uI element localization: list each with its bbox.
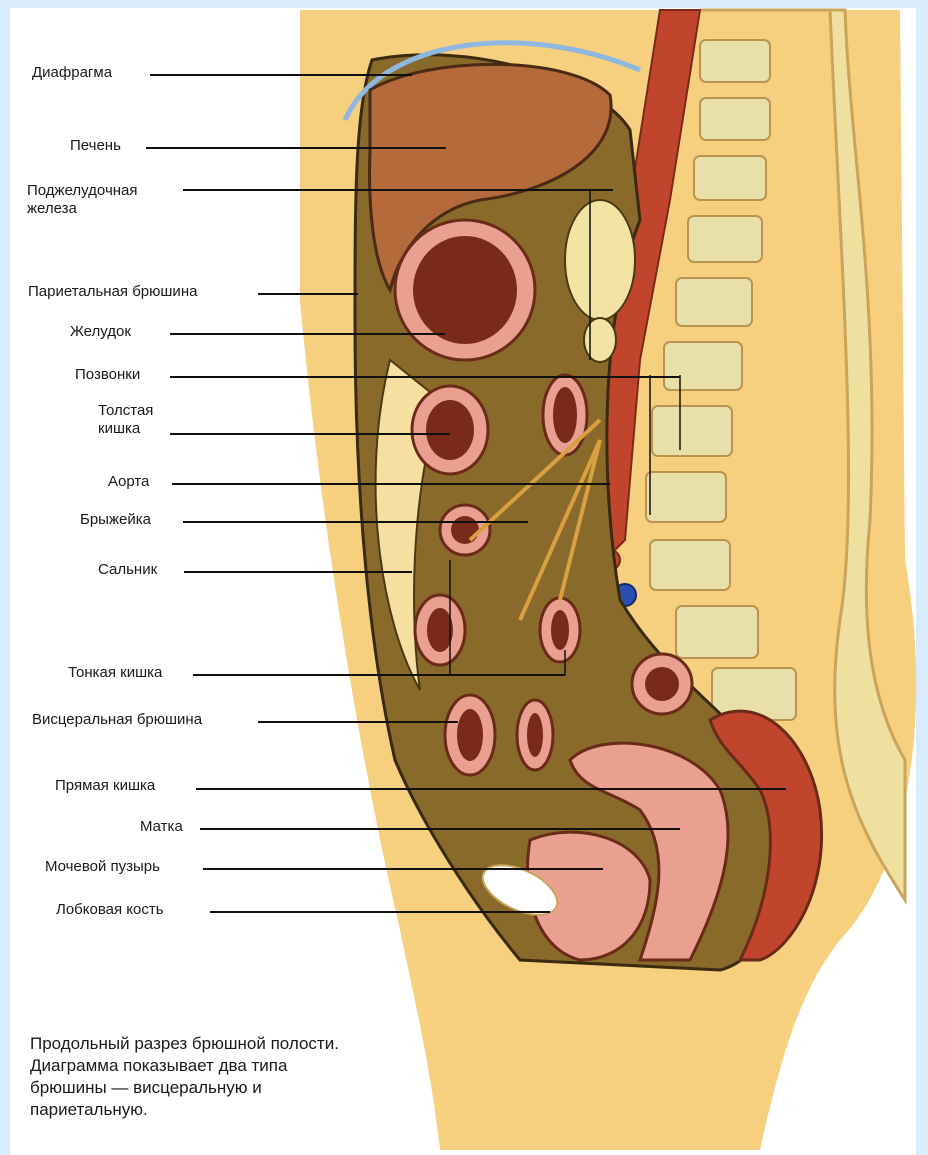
label-colon: Толстая кишка [98, 402, 168, 438]
label-aorta: Аорта [108, 473, 149, 491]
diagram-caption: Продольный разрез брюшной полости. Диагр… [30, 1033, 360, 1121]
pancreas-lower [584, 318, 616, 362]
leader-pancreas [183, 189, 613, 191]
leader-diaphragm [150, 74, 412, 76]
leader-colon [170, 433, 450, 435]
label-pancreas: Поджелудочная железа [27, 182, 157, 218]
label-stomach: Желудок [70, 323, 131, 341]
leader-vertebrae [170, 376, 680, 378]
label-uterus: Матка [140, 818, 183, 836]
leader-parietal-peritoneum [258, 293, 358, 295]
label-mesentery: Брыжейка [80, 511, 151, 529]
label-pubic-bone: Лобковая кость [56, 901, 164, 919]
label-omentum: Сальник [98, 561, 157, 579]
leader-stomach [170, 333, 445, 335]
leader-uterus [200, 828, 680, 830]
label-visceral-peritoneum: Висцеральная брюшина [32, 711, 202, 729]
stomach-inner [413, 236, 517, 344]
label-bladder: Мочевой пузырь [45, 858, 160, 876]
leader-small-intestine [193, 674, 565, 676]
leader-liver [146, 147, 446, 149]
leader-pubic-bone [210, 911, 550, 913]
pancreas [565, 200, 635, 320]
leader-aorta [172, 483, 610, 485]
leader-omentum [184, 571, 412, 573]
leader-rectum [196, 788, 786, 790]
leader-mesentery [183, 521, 528, 523]
leader-visceral-peritoneum [258, 721, 458, 723]
label-small-intestine: Тонкая кишка [68, 664, 162, 682]
label-parietal-peritoneum: Париетальная брюшина [28, 283, 197, 301]
label-vertebrae: Позвонки [75, 366, 140, 384]
label-diaphragm: Диафрагма [32, 64, 112, 82]
label-liver: Печень [70, 137, 121, 155]
label-rectum: Прямая кишка [55, 777, 155, 795]
leader-bladder [203, 868, 603, 870]
